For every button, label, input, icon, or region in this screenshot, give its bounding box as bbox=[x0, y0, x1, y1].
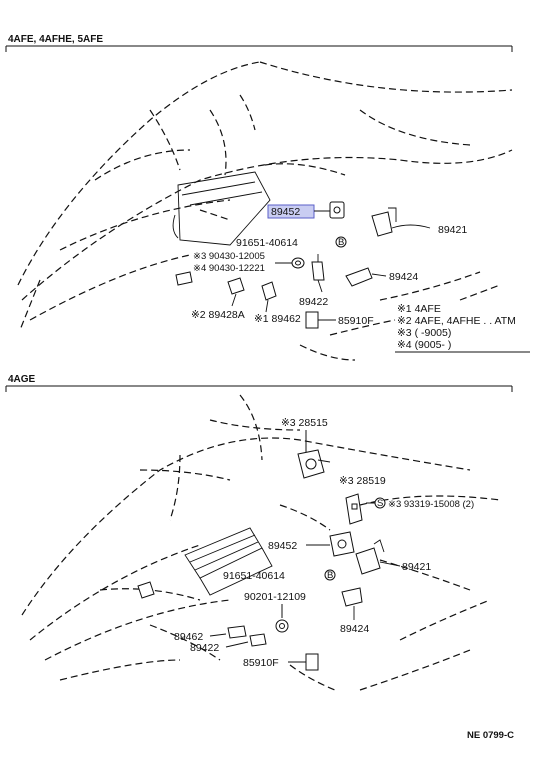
bottom-engine-block bbox=[184, 527, 273, 596]
part-93319-bottom[interactable]: S ※3 93319-15008 (2) bbox=[366, 497, 474, 510]
label-89421-bottom[interactable]: 89421 bbox=[402, 561, 431, 573]
part-89462-top[interactable]: ※1 89462 bbox=[254, 281, 301, 325]
label-91651-bottom[interactable]: 91651-40614 bbox=[223, 570, 285, 582]
label-85910f-top[interactable]: 85910F bbox=[338, 315, 374, 327]
part-85910f-bottom[interactable]: 85910F bbox=[243, 653, 319, 671]
section-top-title: 4AFE, 4AFHE, 5AFE bbox=[8, 34, 103, 45]
label-89424-top[interactable]: 89424 bbox=[389, 271, 418, 283]
bolt-marker-icon bbox=[335, 236, 347, 248]
part-90430-top[interactable]: ※3 90430-12005 ※4 90430-12221 bbox=[193, 251, 305, 274]
label-28515-bottom[interactable]: ※3 28515 bbox=[281, 417, 328, 429]
label-90430-12005[interactable]: ※3 90430-12005 bbox=[193, 251, 265, 262]
part-28519-bottom[interactable]: ※3 28519 bbox=[339, 475, 386, 525]
vsv-89421-bottom-icon bbox=[355, 547, 381, 575]
top-body-outline bbox=[17, 61, 513, 361]
label-89421-top[interactable]: 89421 bbox=[438, 224, 467, 236]
part-85910f-top[interactable]: 85910F bbox=[305, 311, 374, 329]
bracket-icon bbox=[175, 271, 193, 286]
connector-85910f-icon bbox=[305, 311, 319, 329]
part-89422-bottom[interactable]: 89422 bbox=[190, 633, 267, 654]
sensor-89424-bottom-icon bbox=[341, 587, 363, 607]
label-85910f-bottom[interactable]: 85910F bbox=[243, 657, 279, 669]
label-89424-bottom[interactable]: 89424 bbox=[340, 623, 369, 635]
part-89452-bottom[interactable]: 89452 bbox=[268, 531, 355, 557]
label-89452-bottom[interactable]: 89452 bbox=[268, 540, 297, 552]
label-93319-bottom[interactable]: ※3 93319-15008 (2) bbox=[388, 499, 474, 510]
connector-85910f-bottom-icon bbox=[305, 653, 319, 671]
svg-text:B: B bbox=[338, 237, 344, 248]
sensor-89424-icon bbox=[345, 267, 373, 287]
section-bottom: 4AGE ※3 285 bbox=[5, 374, 513, 691]
diagram-code: NE 0799-C bbox=[467, 730, 514, 741]
part-89422-top[interactable]: 89422 bbox=[299, 254, 328, 308]
sensor-89422-bottom-icon bbox=[249, 633, 267, 647]
label-90430-12221[interactable]: ※4 90430-12221 bbox=[193, 263, 265, 274]
svg-text:S: S bbox=[377, 498, 383, 509]
label-89422-top[interactable]: 89422 bbox=[299, 296, 328, 308]
label-89452-top[interactable]: 89452 bbox=[271, 206, 300, 218]
legend-item-1: ※1 4AFE bbox=[397, 303, 441, 315]
part-90201-bottom[interactable]: 90201-12109 bbox=[244, 591, 306, 633]
legend-item-4: ※4 (9005- ) bbox=[397, 339, 451, 351]
bolt-marker-bottom-icon bbox=[324, 569, 336, 581]
label-89422-bottom[interactable]: 89422 bbox=[190, 642, 219, 654]
temp-sensor-89422-icon bbox=[311, 261, 325, 281]
part-89462-bottom[interactable]: 89462 bbox=[174, 625, 247, 643]
label-91651-top[interactable]: 91651-40614 bbox=[236, 237, 298, 249]
legend-item-3: ※3 ( -9005) bbox=[397, 327, 451, 339]
part-89428a-top[interactable]: ※2 89428A bbox=[191, 277, 245, 321]
legend-top: ※1 4AFE ※2 4AFE, 4AFHE . . ATM ※3 ( -900… bbox=[395, 303, 530, 353]
part-91651-top[interactable]: 91651-40614 B bbox=[236, 236, 347, 249]
label-89462-top[interactable]: ※1 89462 bbox=[254, 313, 301, 325]
label-89428a-top[interactable]: ※2 89428A bbox=[191, 309, 245, 321]
legend-item-2: ※2 4AFE, 4AFHE . . ATM bbox=[397, 315, 516, 327]
part-89421-top[interactable]: 89421 bbox=[371, 207, 467, 237]
part-89424-top[interactable]: 89424 bbox=[345, 267, 418, 287]
sensor-89428a-icon bbox=[227, 277, 245, 295]
label-90201-bottom[interactable]: 90201-12109 bbox=[244, 591, 306, 603]
sensor-89462-icon bbox=[261, 281, 277, 301]
section-bottom-title: 4AGE bbox=[8, 374, 36, 385]
label-28519-bottom[interactable]: ※3 28519 bbox=[339, 475, 386, 487]
part-89452-top[interactable]: 89452 bbox=[267, 201, 345, 219]
part-28515-bottom[interactable]: ※3 28515 bbox=[281, 417, 331, 479]
part-89421-bottom[interactable]: 89421 bbox=[355, 539, 431, 575]
sensor-89462-bottom-icon bbox=[227, 625, 247, 639]
label-89462-bottom[interactable]: 89462 bbox=[174, 631, 203, 643]
bottom-body-outline bbox=[21, 394, 501, 691]
part-89424-bottom[interactable]: 89424 bbox=[340, 587, 369, 635]
vsv-89421-icon bbox=[371, 211, 393, 237]
top-engine-block bbox=[172, 171, 271, 246]
svg-text:B: B bbox=[327, 570, 333, 581]
part-91651-bottom[interactable]: 91651-40614 B bbox=[223, 569, 336, 582]
bracket-bottom-icon bbox=[137, 581, 155, 599]
section-top: 4AFE, 4AFHE, 5AFE bbox=[5, 34, 530, 361]
